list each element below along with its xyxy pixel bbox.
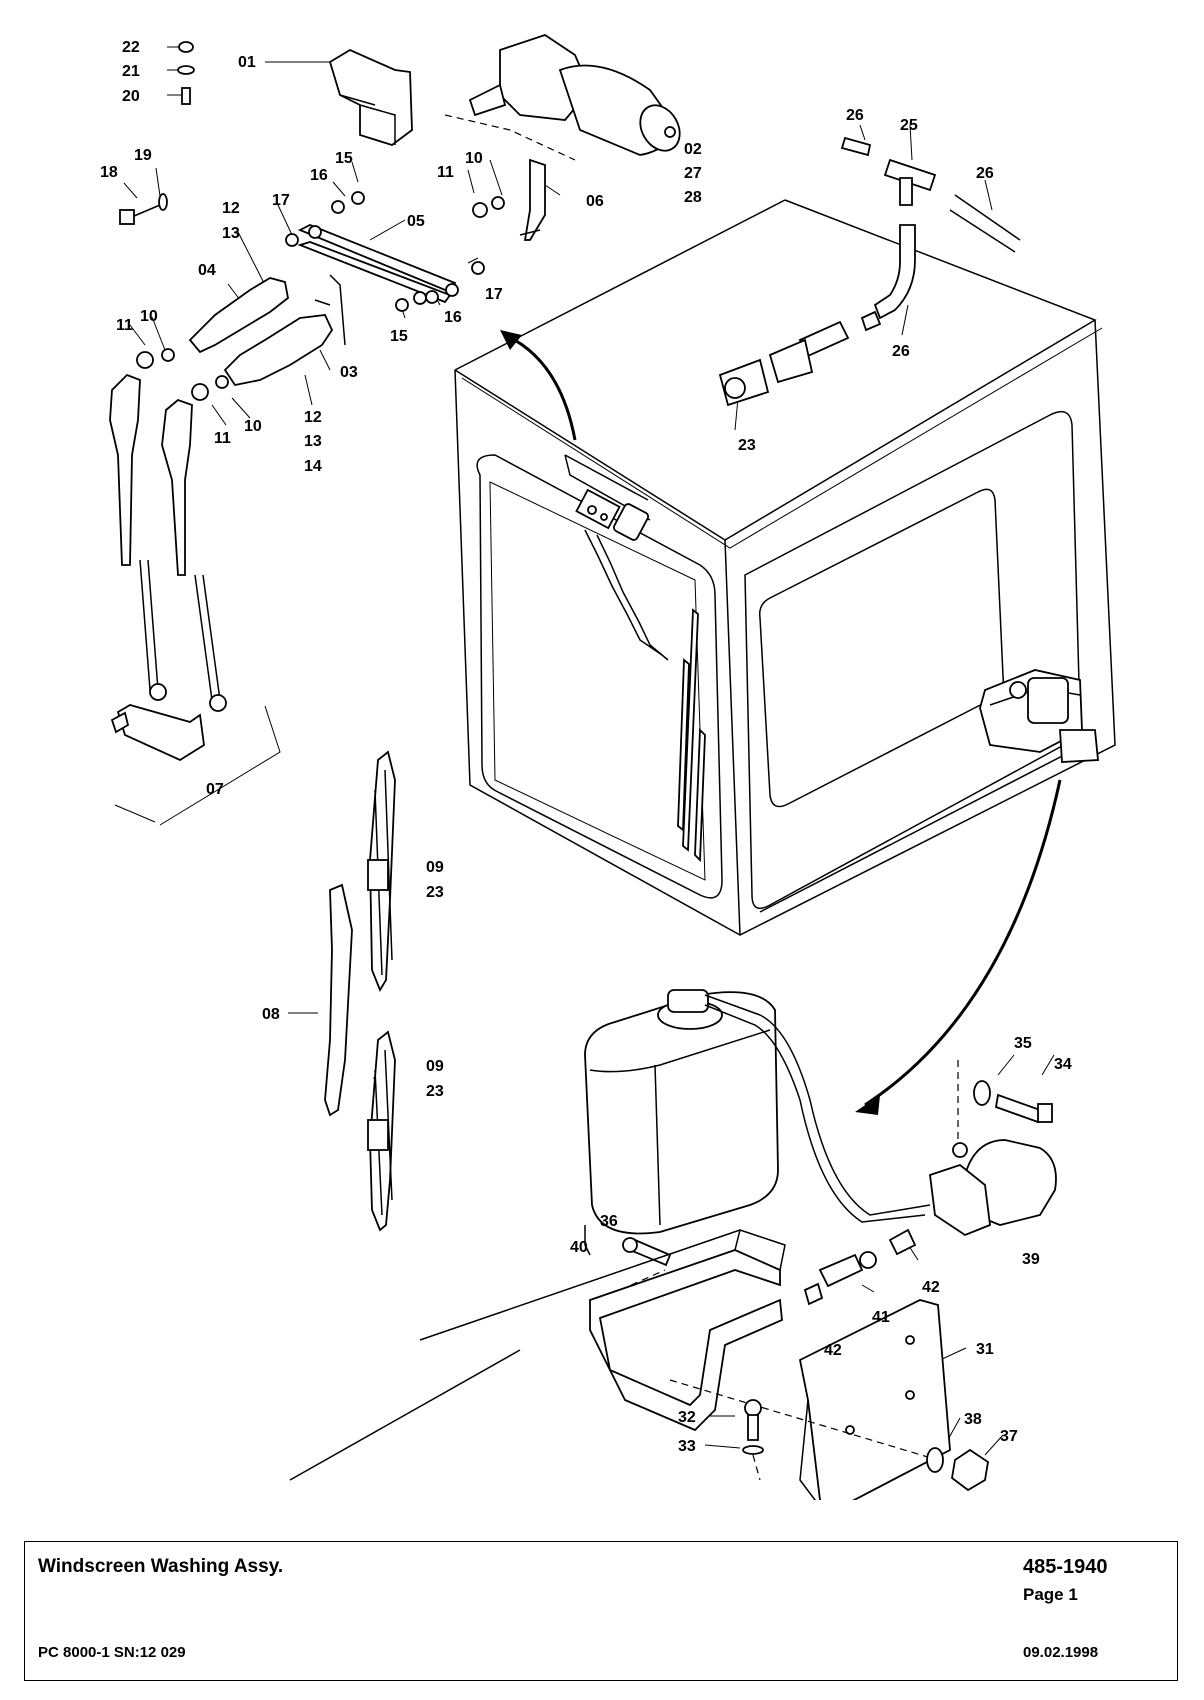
callout-03: 03 [340,364,358,381]
callout-27: 27 [684,165,702,182]
callout-09: 09 [426,1058,444,1075]
callout-17: 17 [485,286,503,303]
callout-02: 02 [684,141,702,158]
callout-23: 23 [426,884,444,901]
callout-16: 16 [310,167,328,184]
callout-labels: 22 21 20 01 19 18 15 16 17 12 13 11 10 0… [100,39,1072,1455]
callout-26: 26 [892,343,910,360]
exploded-parts-diagram: 22 21 20 01 19 18 15 16 17 12 13 11 10 0… [100,34,1116,1500]
callout-40: 40 [570,1239,588,1256]
callout-31: 31 [976,1341,994,1358]
callout-11: 11 [116,317,133,334]
callout-21: 21 [122,63,140,80]
callout-12: 12 [222,200,240,217]
callout-15: 15 [390,328,408,345]
callout-16: 16 [444,309,462,326]
callout-35: 35 [1014,1035,1032,1052]
fasteners-top-left [109,34,1021,826]
wiper-blades [324,750,396,1232]
callout-42: 42 [922,1279,940,1296]
document-number: 485-1940 [1023,1556,1108,1578]
callout-09: 09 [426,859,444,876]
callout-20: 20 [122,88,140,105]
issue-date: 09.02.1998 [1023,1644,1099,1661]
title-block: Windscreen Washing Assy. 485-1940 Page 1… [24,1541,1178,1681]
callout-34: 34 [1054,1056,1072,1073]
washer-tank-assembly [289,989,1057,1500]
operator-cab [454,199,1116,1115]
callout-28: 28 [684,189,702,206]
callout-08: 08 [262,1006,280,1023]
callout-06: 06 [586,193,604,210]
callout-10: 10 [244,418,262,435]
callout-23: 23 [426,1083,444,1100]
callout-01: 01 [238,54,256,71]
page-number: Page 1 [1023,1585,1078,1604]
callout-42: 42 [824,1342,842,1359]
callout-26: 26 [846,107,864,124]
callout-15: 15 [335,150,353,167]
model-serial: PC 8000-1 SN:12 029 [38,1644,186,1661]
drawing-title: Windscreen Washing Assy. [38,1556,284,1577]
callout-22: 22 [122,39,140,56]
callout-14: 14 [304,458,322,475]
callout-13: 13 [222,225,240,242]
callout-17: 17 [272,192,290,209]
callout-11: 11 [437,164,454,181]
callout-23: 23 [738,437,756,454]
callout-10: 10 [465,150,483,167]
callout-19: 19 [134,147,152,164]
callout-12: 12 [304,409,322,426]
callout-32: 32 [678,1409,696,1426]
callout-07: 07 [206,781,224,798]
callout-38: 38 [964,1411,982,1428]
callout-10: 10 [140,308,158,325]
callout-04: 04 [198,262,216,279]
callout-37: 37 [1000,1428,1018,1445]
callout-41: 41 [872,1309,890,1326]
callout-39: 39 [1022,1251,1040,1268]
callout-36: 36 [600,1213,618,1230]
callout-18: 18 [100,164,118,181]
callout-33: 33 [678,1438,696,1455]
callout-26: 26 [976,165,994,182]
callout-13: 13 [304,433,322,450]
callout-11: 11 [214,430,231,447]
callout-05: 05 [407,213,425,230]
callout-25: 25 [900,117,918,134]
